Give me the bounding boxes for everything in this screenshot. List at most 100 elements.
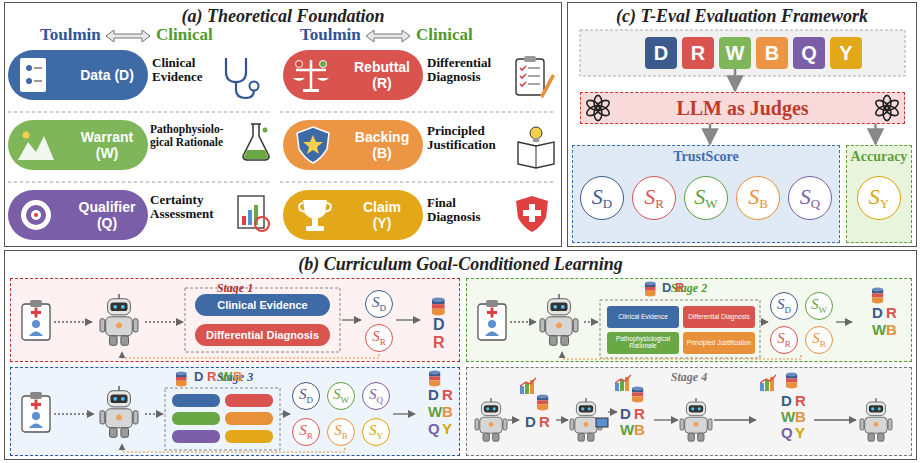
score-circle: SW xyxy=(684,176,728,220)
node-text: B xyxy=(820,340,826,350)
row-separator xyxy=(8,112,272,113)
eye xyxy=(871,407,874,410)
bar xyxy=(760,383,764,391)
person-body xyxy=(485,332,499,337)
db-bottom xyxy=(872,299,883,303)
pill-fill xyxy=(8,120,148,170)
score-circle: SR xyxy=(365,324,393,352)
component-box: B xyxy=(756,37,788,69)
node-text: S xyxy=(372,328,380,344)
node-text: S xyxy=(333,386,341,402)
output-box: Clinical Evidence xyxy=(195,294,330,316)
db-layer xyxy=(176,377,187,381)
sun xyxy=(23,132,30,139)
leg xyxy=(688,433,694,441)
visor xyxy=(484,405,498,412)
bar xyxy=(525,383,529,394)
clinical-label: Clinical Evidence xyxy=(152,56,216,85)
flow-arrow xyxy=(836,321,852,322)
symbol: SR xyxy=(299,422,313,441)
component-letter: W xyxy=(220,370,232,384)
shield-cross-icon xyxy=(516,196,548,232)
leg xyxy=(121,428,129,438)
node-text: S xyxy=(299,422,307,438)
db-bottom xyxy=(176,383,187,387)
leg xyxy=(578,433,584,441)
board xyxy=(478,304,506,340)
stage-fill xyxy=(10,367,460,456)
robot-head xyxy=(108,391,131,407)
ring xyxy=(21,200,51,230)
db-top xyxy=(872,287,883,291)
db-top xyxy=(432,297,445,302)
feedback-loop xyxy=(122,444,345,452)
score-circle: SW xyxy=(327,382,355,410)
pill-fill xyxy=(283,190,423,240)
db-top xyxy=(176,371,187,375)
db-bottom xyxy=(432,311,445,316)
component-box: Y xyxy=(830,37,862,69)
item xyxy=(528,75,540,77)
output-box: Clinical Evidence xyxy=(607,306,679,328)
mark xyxy=(296,61,303,68)
analytics-icon xyxy=(238,196,269,231)
flow-arrow xyxy=(556,419,568,420)
node-text: D xyxy=(654,42,668,65)
flow-arrow xyxy=(814,419,856,420)
pan xyxy=(293,78,305,81)
input-row-frame xyxy=(580,30,905,76)
component-bar xyxy=(172,394,220,407)
patient-record-icon xyxy=(22,300,50,340)
robot-body xyxy=(480,417,502,433)
visor xyxy=(110,395,127,404)
symbol: SR xyxy=(644,186,664,210)
eye xyxy=(553,305,557,309)
book-icon xyxy=(518,127,554,168)
component-letter: B xyxy=(442,404,453,421)
person-body xyxy=(29,424,43,429)
component-bar xyxy=(225,394,273,407)
flow-arrow xyxy=(145,413,163,414)
toulmin-element: Backing (B) xyxy=(283,120,423,170)
node-text: S xyxy=(299,386,307,402)
node-text: Q xyxy=(801,42,817,65)
robot-head xyxy=(866,402,885,416)
item xyxy=(528,67,540,69)
node-text: S xyxy=(811,296,819,312)
robot-body xyxy=(106,409,133,428)
score-circle: SR xyxy=(770,326,798,354)
cup xyxy=(303,200,327,219)
database-icon xyxy=(432,297,445,315)
score-circle: SD xyxy=(292,382,320,410)
flow-arrow xyxy=(54,321,92,322)
logo-petal xyxy=(585,98,601,112)
robot-head xyxy=(481,402,500,416)
component-letter: R xyxy=(634,406,645,423)
component-bar xyxy=(225,412,273,425)
person-head xyxy=(32,412,40,420)
row-separator xyxy=(280,112,556,113)
leg xyxy=(561,336,569,346)
score-circle: SB xyxy=(805,326,833,354)
spine xyxy=(536,146,537,168)
db-layer xyxy=(872,293,883,297)
node-text: W xyxy=(341,396,350,406)
visor xyxy=(689,405,703,412)
node-text: S xyxy=(748,184,759,209)
clinical-label: Certainty Assessment xyxy=(150,193,234,222)
eye xyxy=(493,407,496,410)
eye xyxy=(581,407,584,410)
pan xyxy=(317,78,329,81)
node-text: R xyxy=(655,196,664,211)
liquid xyxy=(244,150,268,159)
mark xyxy=(320,61,327,68)
leg xyxy=(698,433,704,441)
pen xyxy=(540,74,555,98)
eye xyxy=(121,397,125,401)
robot-body xyxy=(106,317,133,336)
stage-panel: Stage 2Clinical EvidenceDifferential Dia… xyxy=(466,278,912,362)
flow-arrow xyxy=(396,319,420,320)
output-frame xyxy=(600,300,760,358)
db-layer xyxy=(645,287,656,291)
node-text: Claim (Y) xyxy=(353,199,411,231)
